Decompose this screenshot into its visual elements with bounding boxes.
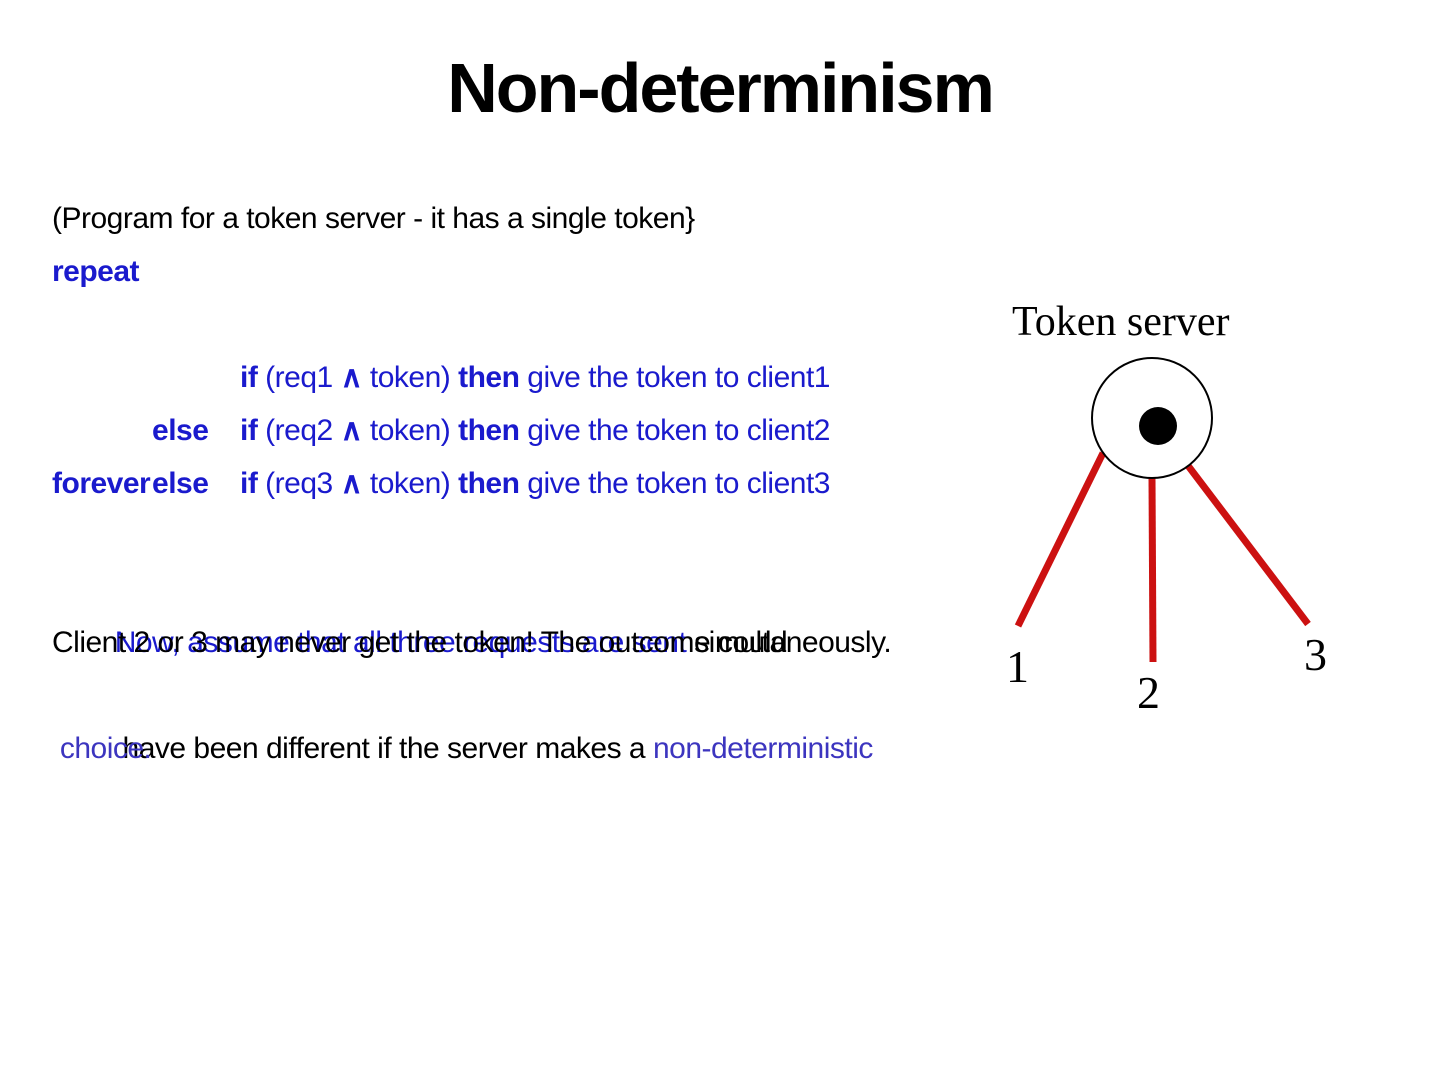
narrative-line1-black: simultaneously. <box>694 626 892 659</box>
else-keyword: else <box>152 414 209 447</box>
and-symbol: ∧ <box>340 467 363 500</box>
action-text: give the token to client2 <box>519 414 830 447</box>
program-text-block: (Program for a token server - it has a s… <box>52 192 992 775</box>
token-server-label: Token server <box>1012 299 1230 345</box>
if-line-client1: if (req1 ∧ token) then give the token to… <box>52 298 992 394</box>
condition-open: (req1 <box>257 361 341 394</box>
else-keyword: else <box>152 467 209 500</box>
then-keyword: then <box>458 361 520 394</box>
narrative-line-4: choice. <box>52 732 152 765</box>
client2-label: 2 <box>1137 667 1160 718</box>
client3-link-line <box>1183 460 1311 627</box>
narrative-paragraph: Now, assume that all three requests are … <box>52 563 992 775</box>
condition-close: token) <box>362 361 459 394</box>
program-comment: (Program for a token server - it has a s… <box>52 202 695 235</box>
then-keyword: then <box>458 414 520 447</box>
narrative-line1-blue: Now, assume that all three requests are … <box>114 626 695 659</box>
condition-close: token) <box>362 414 459 447</box>
condition-open: (req2 <box>257 414 341 447</box>
client1-link-line <box>1014 451 1107 628</box>
client2-link-line <box>1148 477 1157 663</box>
narrative-line3-black: have been different if the server makes … <box>114 732 653 765</box>
if-keyword: if <box>240 467 258 500</box>
action-text: give the token to client3 <box>519 467 830 500</box>
client1-label: 1 <box>1006 641 1029 692</box>
narrative-line3-accent: non-deterministic <box>652 732 873 765</box>
if-keyword: if <box>240 361 258 394</box>
action-text: give the token to client1 <box>519 361 830 394</box>
forever-keyword: forever <box>52 467 151 500</box>
narrative-line-1: Now, assume that all three requests are … <box>52 563 992 659</box>
then-keyword: then <box>458 467 520 500</box>
condition-close: token) <box>362 467 459 500</box>
narrative-line-2: Client 2 or 3 may never get the token! T… <box>52 626 788 659</box>
slide-title: Non-determinism <box>447 49 995 127</box>
and-symbol: ∧ <box>340 361 363 394</box>
and-symbol: ∧ <box>340 414 363 447</box>
repeat-keyword: repeat <box>52 255 140 288</box>
condition-open: (req3 <box>257 467 341 500</box>
client3-label: 3 <box>1304 629 1327 680</box>
token-server-diagram <box>1014 357 1311 663</box>
narrative-line-3: have been different if the server makes … <box>52 669 992 765</box>
token-dot <box>1139 407 1177 445</box>
if-keyword: if <box>240 414 258 447</box>
